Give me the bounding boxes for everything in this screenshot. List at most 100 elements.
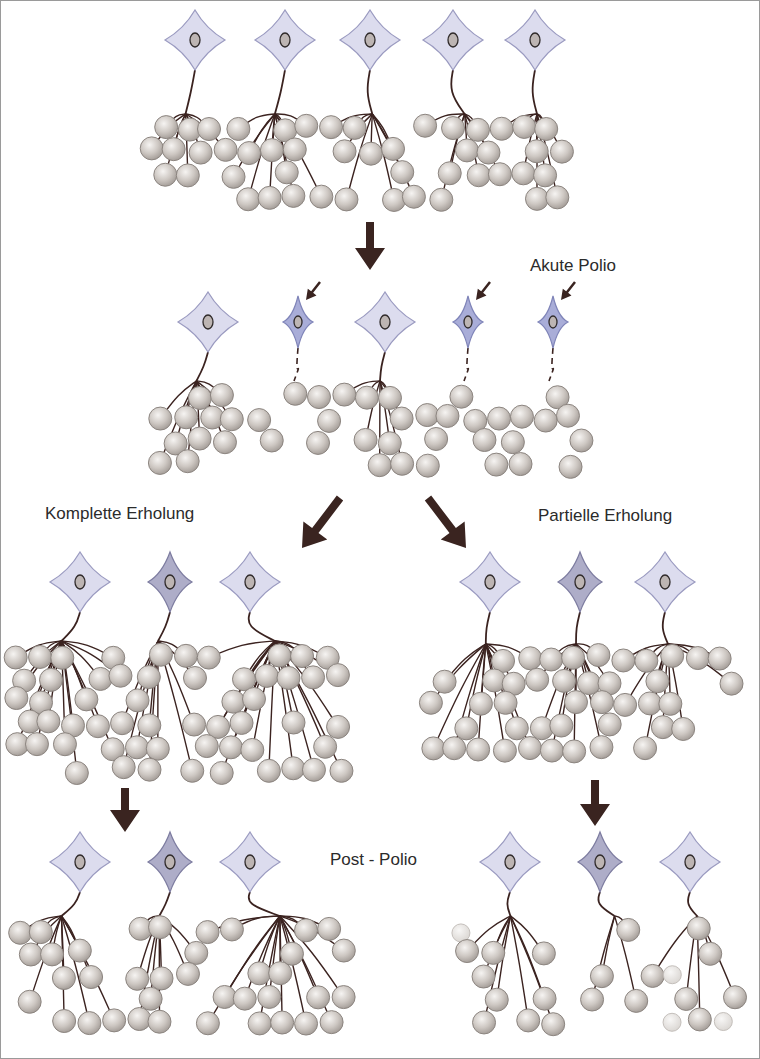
nucleus [685,855,695,869]
muscle-fiber [699,942,722,965]
muscle-fiber [29,921,52,944]
muscle-fiber [450,385,473,408]
muscle-fiber [237,188,260,211]
muscle-fiber [490,117,513,140]
motor-neuron [635,552,695,612]
muscle-fiber [37,710,60,733]
stage-arrow [472,279,495,304]
muscle-fiber [519,647,542,670]
muscle-fiber [260,429,283,452]
muscle-fiber [455,139,478,162]
axon [663,612,668,644]
muscle-fiber [213,985,236,1008]
muscle-fiber [282,711,305,734]
neuron-body [255,10,315,70]
muscle-fiber [188,427,211,450]
motor-neuron [453,296,483,348]
muscle-fiber [149,916,172,939]
muscle-fiber [550,714,573,737]
stage-label: Akute Polio [530,256,616,276]
muscle-fiber [255,664,278,687]
neuron-body [50,552,110,612]
nucleus [660,575,670,589]
muscle-fiber [248,962,271,985]
muscle-fiber [242,687,265,710]
axon [61,612,80,641]
muscle-fiber [89,667,112,690]
axon [158,612,170,641]
muscle-fiber [137,666,160,689]
arrow-layer [110,222,610,832]
muscle-fiber [556,404,579,427]
nucleus [245,575,255,589]
muscle-fiber [590,965,613,988]
muscle-fiber [86,715,109,738]
muscle-fiber [414,114,437,137]
muscle-fiber [422,737,445,760]
muscle-fiber [455,717,478,740]
muscle-fiber [318,917,341,940]
muscle-fiber [651,716,674,739]
muscle-fiber [227,117,250,140]
muscle-fiber [559,455,582,478]
muscle-fiber [672,717,695,740]
muscle-fiber [183,667,206,690]
muscle-fiber [562,646,585,669]
muscle-fiber [103,1009,126,1032]
nucleus [505,855,515,869]
muscle-fiber [581,988,604,1011]
muscle-fiber [359,142,382,165]
motor-neuron [480,832,540,892]
muscle-fiber [510,405,533,428]
muscle-fiber [525,140,548,163]
motor-neuron [460,552,520,612]
muscle-fiber [210,384,233,407]
muscle-fiber [355,386,378,409]
motor-neuron [165,10,225,70]
motor-neuron [50,832,110,892]
muscle-fiber [564,691,587,714]
muscle-fiber [78,1012,101,1035]
muscle-fiber [332,986,355,1009]
muscle-fiber [41,943,64,966]
motor-neuron [148,832,192,892]
muscle-fiber [257,759,280,782]
muscle-fiber [598,713,621,736]
axon [61,892,80,916]
axon [159,892,170,916]
stage-arrow [290,489,352,557]
muscle-fiber [138,714,161,737]
neuron-body [50,832,110,892]
muscle-fiber [125,736,148,759]
muscle-fiber [686,647,709,670]
motor-neuron [558,552,602,612]
muscle-fiber [330,759,353,782]
muscle-fiber [646,670,669,693]
degenerated-axon [549,348,553,381]
neuron-body [660,832,720,892]
axon [196,352,208,381]
muscle-fiber [438,162,461,185]
nucleus [530,33,540,47]
muscle-fiber [68,939,91,962]
muscle-fiber [109,664,132,687]
muscle-fiber [314,735,337,758]
muscle-fiber [469,692,492,715]
muscle-fiber [220,408,243,431]
neuron-body [355,292,415,352]
muscle-fiber [467,738,490,761]
muscle-fiber [416,454,439,477]
muscle-fiber [291,645,314,668]
muscle-fiber [546,186,569,209]
muscle-fiber [333,140,356,163]
motor-neuron [148,552,192,612]
muscle-fiber [283,138,306,161]
nucleus [75,855,85,869]
muscle-fiber [219,736,242,759]
muscle-fiber [570,429,593,452]
muscle-fiber [310,185,333,208]
muscle-fiber [485,453,508,476]
muscle-fiber [320,116,343,139]
